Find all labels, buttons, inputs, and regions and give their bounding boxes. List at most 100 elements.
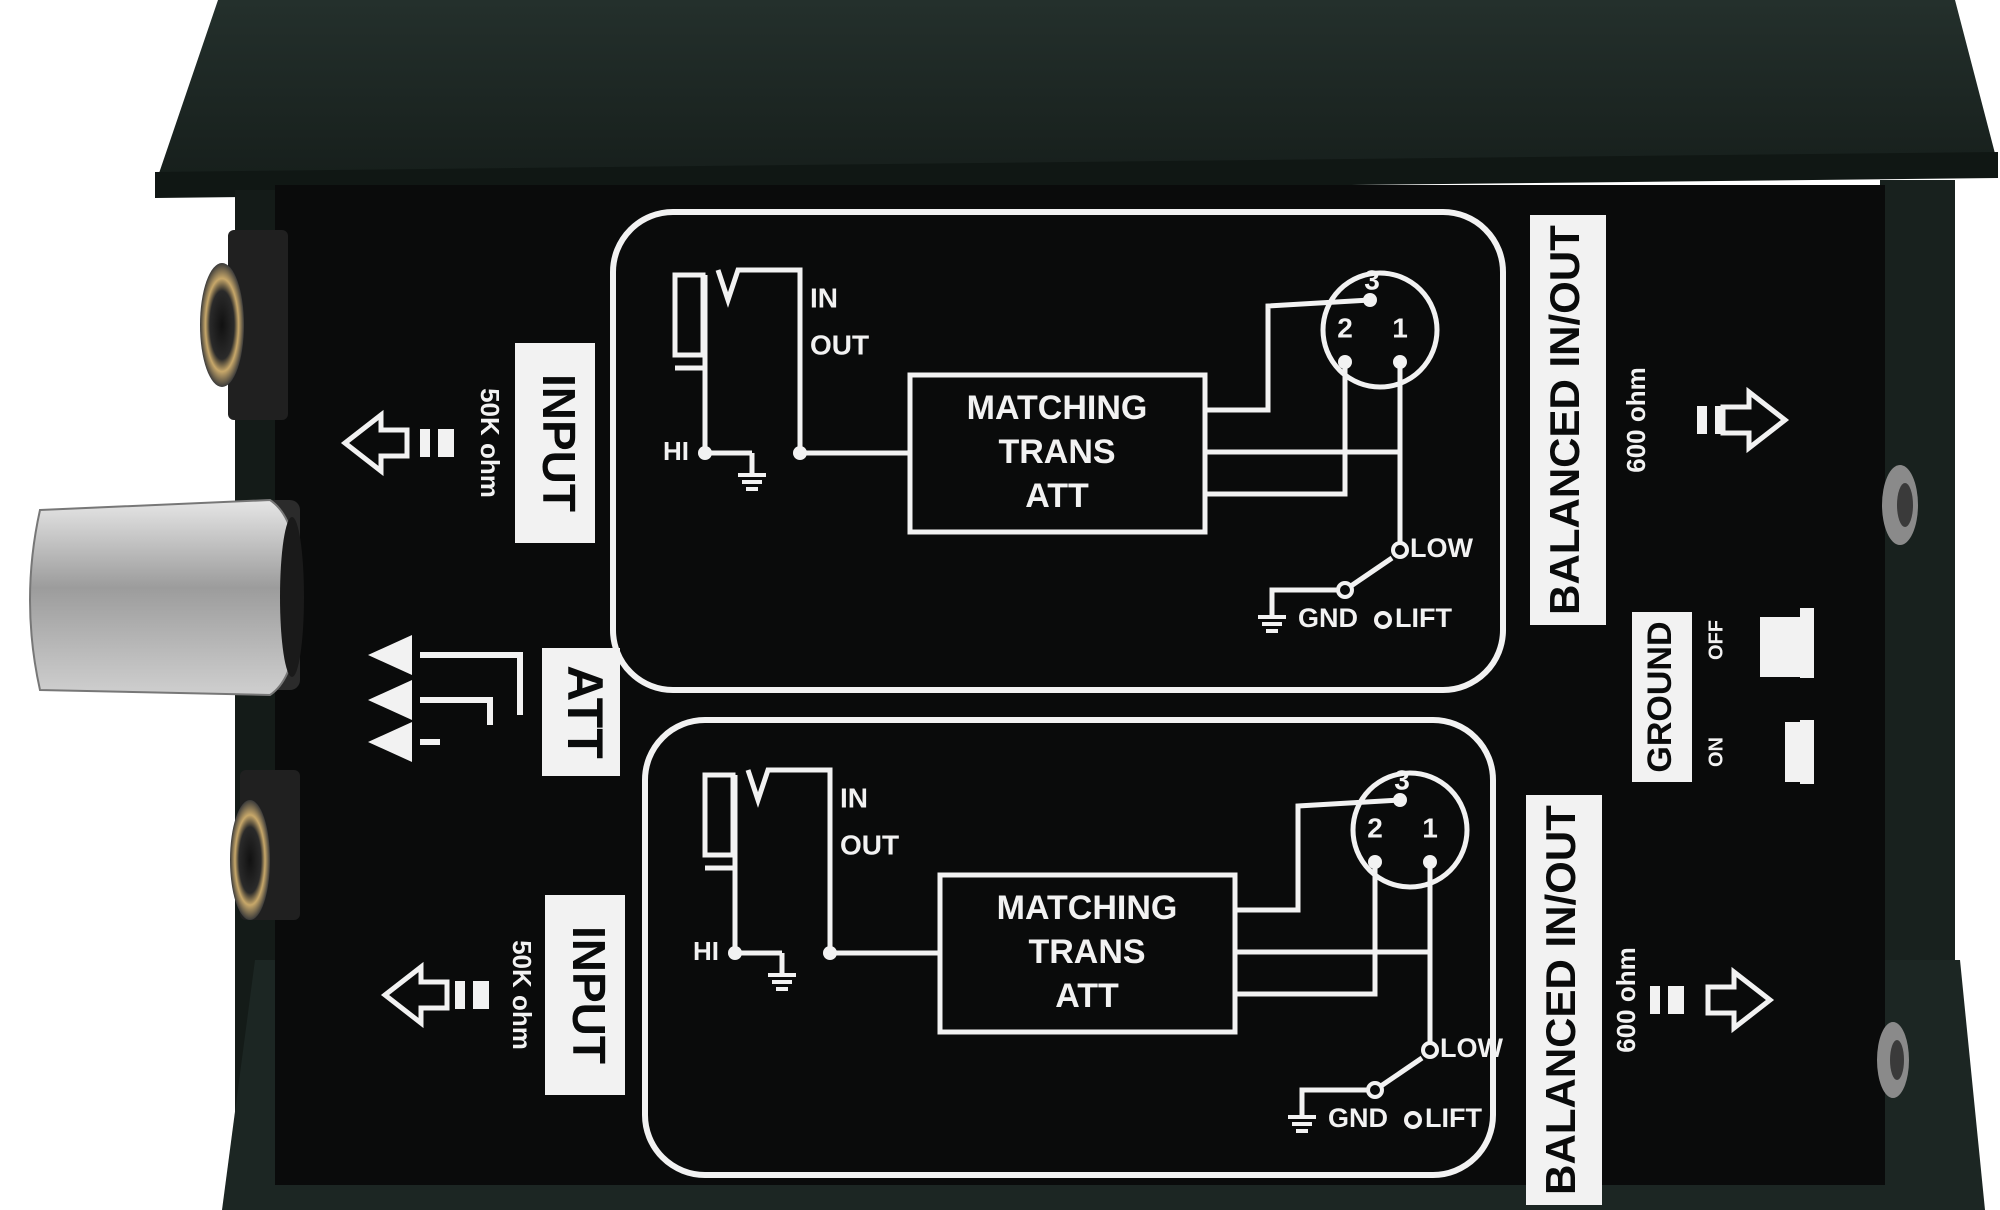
hi-label: HI <box>663 436 689 466</box>
input-label-box <box>515 343 595 543</box>
jack-tip-line <box>715 267 803 453</box>
switch-low-contact <box>1391 541 1409 559</box>
switch-low-contact <box>1421 1041 1439 1059</box>
pin3-wire <box>1235 797 1401 913</box>
input-label: INPUT <box>563 926 615 1064</box>
att-label: ATT <box>557 665 613 758</box>
xlr-pin3-label: 3 <box>1394 764 1410 795</box>
top-lid <box>155 0 1998 185</box>
xlr-pin1-label: 1 <box>1392 312 1408 343</box>
ground-symbol-icon <box>1288 1115 1316 1133</box>
jack-housing-top <box>228 230 288 420</box>
ground-label-box <box>1632 612 1692 782</box>
jack-out-label: OUT <box>840 829 899 860</box>
pin2-wire <box>1205 362 1348 497</box>
input-indicator-dash-2 <box>473 981 489 1009</box>
switch-low-label: LOW <box>1410 533 1473 563</box>
xlr-connector-symbol <box>1350 770 1470 890</box>
switch-lift-label: LIFT <box>1395 603 1452 633</box>
ground-off-label: OFF <box>1705 620 1727 660</box>
xlr-pin3-dot <box>1363 293 1377 307</box>
jack-in-label: IN <box>840 782 868 813</box>
jack-socket-bottom[interactable] <box>230 800 270 920</box>
xlr-pin3-dot <box>1393 793 1407 807</box>
input-indicator-dash-1 <box>420 429 430 457</box>
switch-gnd-label: GND <box>1328 1103 1388 1133</box>
balanced-label: BALANCED IN/OUT <box>1541 225 1588 615</box>
jack-tip-line <box>745 767 833 953</box>
ground-on-label: ON <box>1705 737 1727 767</box>
hi-node <box>728 946 742 960</box>
xlr-connector-symbol <box>1320 270 1440 390</box>
input-indicator-dash-2 <box>438 429 454 457</box>
input-impedance-label: 50K ohm <box>475 388 505 498</box>
block-line-2: TRANS <box>998 433 1115 471</box>
arrow-left-icon <box>340 409 410 477</box>
enclosure <box>155 0 1998 1210</box>
att-label-box <box>542 648 620 776</box>
xlr-pin1-label: 1 <box>1422 812 1438 843</box>
arrow-right-icon <box>1720 386 1790 454</box>
ground-symbol-icon <box>1258 615 1286 633</box>
switch-lift-contact <box>1404 1111 1422 1129</box>
pin3-wire <box>1205 297 1371 413</box>
output-indicator-dash-1 <box>1697 406 1707 434</box>
hi-node <box>698 446 712 460</box>
att-section: ATT <box>368 635 620 776</box>
jack-in-label: IN <box>810 282 838 313</box>
input-indicator-dash-1 <box>455 981 465 1009</box>
ground-switch-icon[interactable] <box>1760 608 1814 784</box>
block-line-3: ATT <box>1025 477 1089 515</box>
screw-top-head <box>1897 483 1913 527</box>
switch-gnd-label: GND <box>1298 603 1358 633</box>
balanced-label-box <box>1526 795 1602 1205</box>
switch-lift-contact <box>1374 611 1392 629</box>
hi-label: HI <box>693 936 719 966</box>
screw-bottom-head <box>1890 1040 1904 1080</box>
balanced-impedance-label: 600 ohm <box>1621 367 1651 473</box>
jack-out-label: OUT <box>810 329 869 360</box>
arrow-left-icon <box>380 961 450 1029</box>
input-label: INPUT <box>533 374 585 512</box>
ground-label: GROUND <box>1641 621 1679 772</box>
block-line-3: ATT <box>1055 977 1119 1015</box>
balanced-impedance-label: 600 ohm <box>1611 947 1641 1053</box>
switch-low-label: LOW <box>1440 1033 1503 1063</box>
ground-switch-section: GROUND OFF ON <box>1632 608 1814 784</box>
xlr-pin2-dot <box>1338 355 1352 369</box>
balanced-label: BALANCED IN/OUT <box>1537 805 1584 1195</box>
output-indicator-dash-1 <box>1650 986 1660 1014</box>
right-screws <box>1877 465 1918 1098</box>
switch-lever <box>1376 1055 1424 1091</box>
block-line-1: MATCHING <box>997 889 1178 927</box>
arrow-right-icon <box>1705 966 1775 1034</box>
balanced-label-box <box>1530 215 1606 625</box>
jack-socket-top[interactable] <box>200 263 244 387</box>
xlr-plug[interactable] <box>29 498 300 697</box>
schematic-outline <box>642 717 1496 1178</box>
input-label-box <box>545 895 625 1095</box>
input-impedance-label: 50K ohm <box>507 940 537 1050</box>
output-indicator-dash-2 <box>1668 986 1684 1014</box>
switch-lift-label: LIFT <box>1425 1103 1482 1133</box>
block-line-1: MATCHING <box>967 389 1148 427</box>
switch-pivot <box>1336 581 1354 599</box>
pin2-wire <box>1235 862 1378 997</box>
xlr-pin2-label: 2 <box>1337 312 1353 343</box>
switch-pivot <box>1366 1081 1384 1099</box>
attenuator-steps-icon <box>368 635 523 762</box>
xlr-pin2-dot <box>1368 855 1382 869</box>
xlr-plug-face <box>280 517 304 677</box>
switch-ground-lead <box>1299 1087 1368 1115</box>
switch-lever <box>1346 555 1394 591</box>
switch-ground-lead <box>1269 587 1338 615</box>
left-connectors <box>29 230 304 920</box>
xlr-pin3-label: 3 <box>1364 264 1380 295</box>
schematic-outline <box>610 209 1506 693</box>
xlr-pin2-label: 2 <box>1367 812 1383 843</box>
block-line-2: TRANS <box>1028 933 1145 971</box>
